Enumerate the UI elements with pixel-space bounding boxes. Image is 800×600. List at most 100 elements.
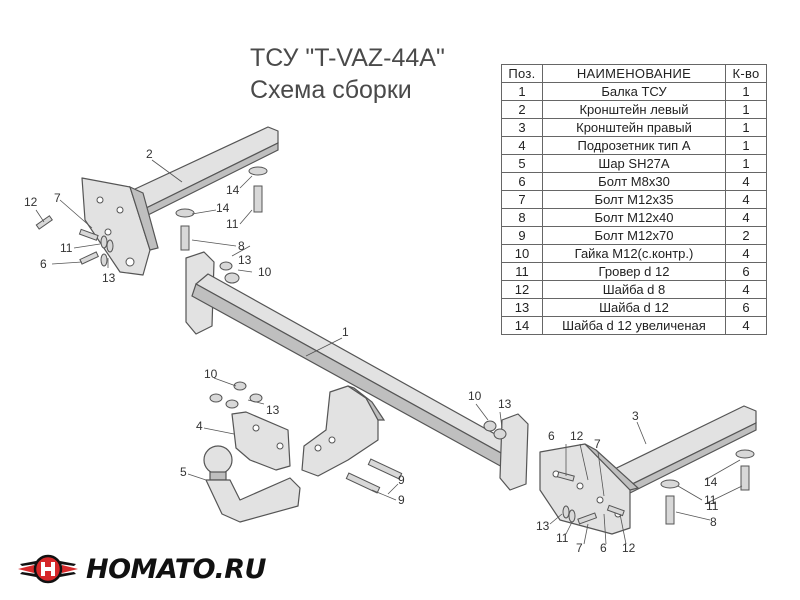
cell-pos: 9 — [501, 226, 543, 245]
header-qty: К-во — [725, 64, 767, 83]
callout-10: 10 — [204, 367, 218, 381]
callout-8: 8 — [710, 515, 717, 529]
left-bracket — [81, 126, 279, 276]
cell-pos: 3 — [501, 118, 543, 137]
cell-name: Гровер d 12 — [542, 262, 726, 281]
callout-13: 13 — [102, 271, 116, 285]
cell-qty: 1 — [725, 82, 767, 101]
cell-qty: 4 — [725, 172, 767, 191]
cell-pos: 2 — [501, 100, 543, 119]
cell-name: Шар SH27A — [542, 154, 726, 173]
cell-name: Болт M12x40 — [542, 208, 726, 227]
cell-name: Болт M12x35 — [542, 190, 726, 209]
cell-name: Кронштейн левый — [542, 100, 726, 119]
socket-plate — [231, 411, 291, 471]
callout-12: 12 — [622, 541, 636, 555]
callout-11: 11 — [226, 217, 239, 231]
cell-name: Болт M12x70 — [542, 226, 726, 245]
callout-11: 11 — [556, 531, 569, 545]
callout-12: 12 — [570, 429, 584, 443]
cell-pos: 8 — [501, 208, 543, 227]
cell-pos: 4 — [501, 136, 543, 155]
callout-14: 14 — [226, 183, 240, 197]
callout-7: 7 — [576, 541, 583, 555]
cell-pos: 7 — [501, 190, 543, 209]
callout-7: 7 — [54, 191, 61, 205]
callout-13: 13 — [536, 519, 550, 533]
callout-11: 11 — [704, 493, 717, 507]
cell-qty: 1 — [725, 136, 767, 155]
cell-qty: 4 — [725, 316, 767, 335]
callout-8: 8 — [238, 239, 245, 253]
callout-14: 14 — [704, 475, 718, 489]
callout-3: 3 — [632, 409, 639, 423]
car-wing-logo-icon — [18, 554, 78, 584]
callout-10: 10 — [258, 265, 272, 279]
cell-qty: 4 — [725, 244, 767, 263]
cell-qty: 4 — [725, 280, 767, 299]
callout-10: 10 — [468, 389, 482, 403]
callout-13: 13 — [238, 253, 252, 267]
callout-numbers: 1 2 3 4 5 12 7 11 6 13 14 14 11 8 13 10 … — [24, 147, 719, 555]
cell-name: Шайба d 12 увеличеная — [542, 316, 726, 335]
main-beam — [185, 251, 529, 491]
cell-name: Гайка M12(с.контр.) — [542, 244, 726, 263]
leader-lines — [35, 159, 743, 545]
cell-name: Шайба d 8 — [542, 280, 726, 299]
cell-qty: 6 — [725, 262, 767, 281]
cell-qty: 4 — [725, 190, 767, 209]
callout-1: 1 — [342, 325, 349, 339]
diagram-title: ТСУ "T-VAZ-44A" — [250, 44, 445, 72]
callout-4: 4 — [196, 419, 203, 433]
cell-qty: 1 — [725, 100, 767, 119]
cell-pos: 5 — [501, 154, 543, 173]
diagram-subtitle: Схема сборки — [250, 76, 412, 104]
tow-ball — [203, 445, 301, 523]
cell-name: Балка ТСУ — [542, 82, 726, 101]
callout-9: 9 — [398, 493, 405, 507]
header-pos: Поз. — [501, 64, 543, 83]
logo-text: HOMATO.RU — [86, 553, 266, 585]
callout-13: 13 — [266, 403, 280, 417]
cell-name: Подрозетник тип А — [542, 136, 726, 155]
cell-qty: 1 — [725, 154, 767, 173]
site-logo[interactable]: HOMATO.RU — [16, 549, 266, 589]
cell-qty: 4 — [725, 208, 767, 227]
callout-6: 6 — [600, 541, 607, 555]
fasteners — [35, 166, 755, 525]
callout-9: 9 — [398, 473, 405, 487]
cell-pos: 6 — [501, 172, 543, 191]
cell-name: Шайба d 12 — [542, 298, 726, 317]
cell-pos: 14 — [501, 316, 543, 335]
callout-5: 5 — [180, 465, 187, 479]
cell-pos: 13 — [501, 298, 543, 317]
cell-name: Болт M8x30 — [542, 172, 726, 191]
callout-11: 11 — [60, 241, 73, 255]
callout-13: 13 — [498, 397, 512, 411]
callout-14: 14 — [216, 201, 230, 215]
callout-11: 11 — [706, 499, 719, 513]
cell-name: Кронштейн правый — [542, 118, 726, 137]
cell-pos: 1 — [501, 82, 543, 101]
cell-pos: 12 — [501, 280, 543, 299]
cell-qty: 6 — [725, 298, 767, 317]
callout-7: 7 — [594, 437, 601, 451]
cell-pos: 11 — [501, 262, 543, 281]
callout-2: 2 — [146, 147, 153, 161]
